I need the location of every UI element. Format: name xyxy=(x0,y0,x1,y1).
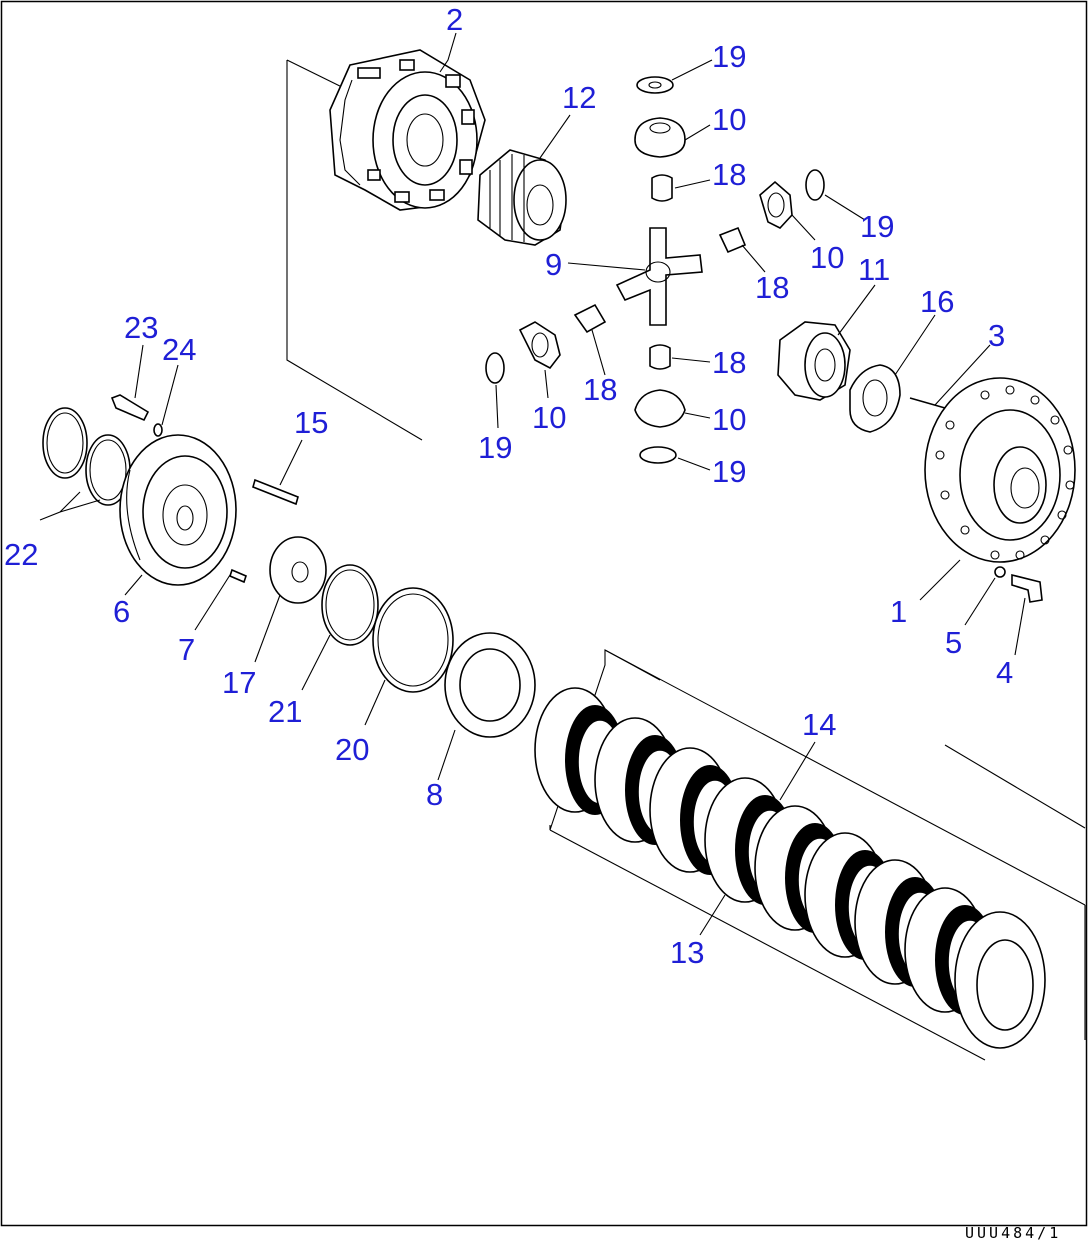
label-5: 5 xyxy=(945,625,962,660)
pinion-gear-top xyxy=(634,117,686,158)
bushing-top xyxy=(651,174,673,202)
label-22: 22 xyxy=(4,537,38,572)
label-10-top: 10 xyxy=(712,102,746,137)
pinion-gear-left xyxy=(518,321,561,370)
bushing-right xyxy=(718,226,747,254)
label-19-left: 19 xyxy=(478,430,512,465)
retainer-plate xyxy=(924,377,1076,563)
label-10-right: 10 xyxy=(810,240,844,275)
drawing-id: UUU484/1 xyxy=(965,1224,1061,1242)
pin-15 xyxy=(252,478,299,506)
side-gear xyxy=(777,321,851,401)
label-8: 8 xyxy=(426,777,443,812)
piston-8 xyxy=(444,632,536,738)
seal-ring-21 xyxy=(321,564,379,646)
pinion-gear-right xyxy=(759,180,793,229)
label-9: 9 xyxy=(545,247,562,282)
label-14: 14 xyxy=(802,707,836,742)
washer-24 xyxy=(153,423,163,437)
bolt-4 xyxy=(1011,573,1043,603)
label-10-left: 10 xyxy=(532,400,566,435)
label-18-top: 18 xyxy=(712,157,746,192)
label-18-bottom: 18 xyxy=(712,345,746,380)
label-2: 2 xyxy=(446,2,463,37)
spider-cross xyxy=(615,227,703,326)
clutch-pack-outline xyxy=(549,649,1086,1061)
label-13: 13 xyxy=(670,935,704,970)
bushing-left xyxy=(573,303,607,334)
label-10-bottom: 10 xyxy=(712,402,746,437)
label-17: 17 xyxy=(222,665,256,700)
label-18-left: 18 xyxy=(583,372,617,407)
pin-7 xyxy=(229,568,247,584)
seal-ring-20 xyxy=(372,587,454,693)
pinion-washer-left xyxy=(485,352,505,384)
label-1: 1 xyxy=(890,594,907,629)
thrust-washer xyxy=(849,364,901,433)
bevel-gear xyxy=(477,149,567,246)
label-7: 7 xyxy=(178,632,195,667)
label-11: 11 xyxy=(858,252,890,287)
label-12: 12 xyxy=(562,80,596,115)
pinion-gear-bottom xyxy=(634,389,686,428)
label-3: 3 xyxy=(988,318,1005,353)
label-20: 20 xyxy=(335,732,369,767)
plate-17 xyxy=(269,536,327,604)
clutch-discs xyxy=(534,687,1046,1049)
label-23: 23 xyxy=(124,310,158,345)
part-labels: 2 12 19 10 18 19 9 10 11 18 16 3 18 18 1… xyxy=(4,2,1013,970)
differential-case xyxy=(329,49,486,211)
label-6: 6 xyxy=(113,594,130,629)
washer-5 xyxy=(994,566,1006,578)
bolt-23 xyxy=(110,394,150,422)
label-21: 21 xyxy=(268,694,302,729)
leader-lines xyxy=(39,32,1026,936)
label-24: 24 xyxy=(162,332,196,367)
label-16: 16 xyxy=(920,284,954,319)
pinion-washer-top xyxy=(636,76,674,94)
piston-housing xyxy=(119,434,237,586)
seal-ring-22a xyxy=(42,407,88,479)
bushing-bottom xyxy=(649,344,671,370)
label-19-top: 19 xyxy=(712,39,746,74)
pinion-washer-bottom xyxy=(639,446,677,464)
label-15: 15 xyxy=(294,405,328,440)
bolt-3 xyxy=(909,397,946,409)
label-19-bottom: 19 xyxy=(712,454,746,489)
label-18-right: 18 xyxy=(755,270,789,305)
pinion-washer-right xyxy=(805,169,825,201)
label-4: 4 xyxy=(996,655,1013,690)
label-19-right: 19 xyxy=(860,209,894,244)
